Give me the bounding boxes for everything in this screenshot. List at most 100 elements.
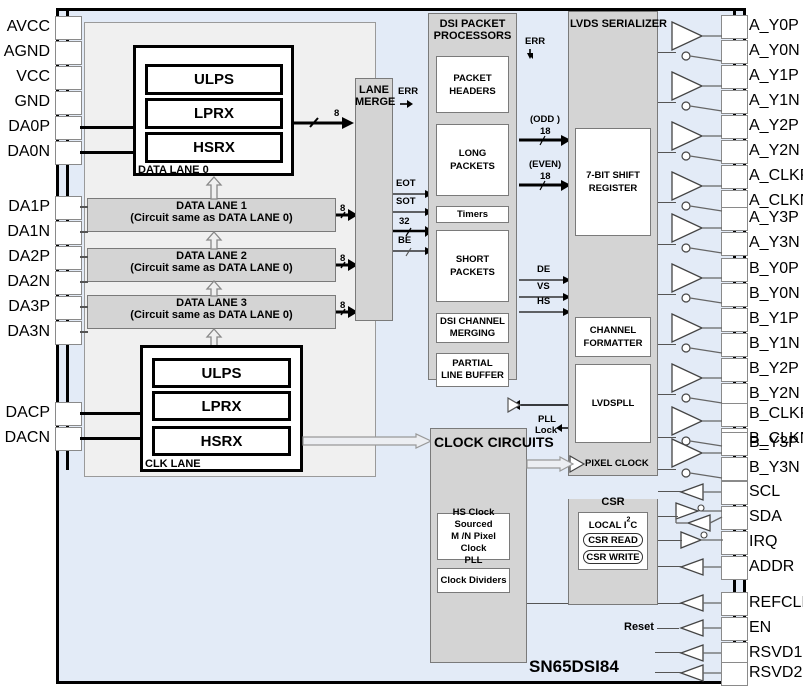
wire-da2n — [80, 281, 88, 283]
clk-lane-ulps — [152, 358, 291, 388]
right-pin-b-y0p[interactable] — [721, 258, 748, 282]
dsi-pp-short-packets-label: SHORT PACKETS — [450, 254, 495, 278]
csr-local-i2c-tail: C — [630, 520, 638, 531]
right-pin-label-sda: SDA — [749, 508, 782, 525]
en-input-buffer-icon — [679, 619, 721, 637]
data-lane-0-caption: DATA LANE 0 — [138, 164, 209, 176]
lvds-driver-pair-b2 — [671, 362, 723, 404]
vs-label: VS — [537, 281, 550, 292]
right-pin-b-y2p[interactable] — [721, 358, 748, 382]
right-pin-b-y0n[interactable] — [721, 283, 748, 307]
wire-ser-a3 — [658, 244, 676, 246]
left-pin-da0n[interactable] — [55, 141, 82, 165]
right-pin-a-y0n[interactable] — [721, 40, 748, 64]
csr-write-button[interactable]: CSR WRITE — [583, 550, 643, 564]
left-pin-da0p[interactable] — [55, 116, 82, 140]
data-lane-2-title: DATA LANE 2 — [176, 250, 247, 262]
csr-read-button[interactable]: CSR READ — [583, 533, 643, 547]
hs-arrow — [519, 308, 571, 316]
right-pin-label-rsvd2: RSVD2 — [749, 664, 803, 681]
left-pin-label-da2p: DA2P — [8, 248, 50, 265]
vs-arrow — [519, 293, 571, 301]
right-pin-label-a-y2p: A_Y2P — [749, 117, 799, 134]
lane-merge-be-arrow — [393, 247, 433, 257]
right-pin-irq[interactable] — [721, 531, 748, 555]
left-pin-label-gnd: GND — [14, 93, 50, 110]
right-pin-b-y1p[interactable] — [721, 308, 748, 332]
lane-merge-bus32-label: 32 — [399, 216, 410, 227]
lane-merge-title-line2: MERGE — [355, 96, 396, 108]
left-pin-da2n[interactable] — [55, 271, 82, 295]
dsi-pp-long-packets — [436, 124, 509, 196]
data-lane-2-box — [87, 248, 336, 282]
dsi-pp-short-packets — [436, 230, 509, 302]
right-pin-label-irq: IRQ — [749, 533, 778, 550]
lane-merge-box — [355, 78, 393, 321]
wire-da3p — [80, 306, 88, 308]
right-pin-a-y3p[interactable] — [721, 207, 748, 231]
de-label: DE — [537, 264, 551, 275]
lane1-output-arrow — [336, 209, 358, 221]
left-pin-label-agnd: AGND — [3, 43, 50, 60]
right-pin-b-clkp[interactable] — [721, 403, 748, 427]
right-pin-b-y3p[interactable] — [721, 432, 748, 456]
left-pin-da1p[interactable] — [55, 196, 82, 220]
wire-rsvd2 — [655, 672, 682, 674]
left-pin-avcc[interactable] — [55, 16, 82, 40]
right-pin-label-a-clkn: A_CLKN — [749, 192, 803, 209]
left-pin-label-vcc: VCC — [16, 68, 50, 85]
right-pin-addr[interactable] — [721, 556, 748, 580]
left-pin-dacp[interactable] — [55, 402, 82, 426]
rsvd2-input-buffer-icon — [679, 664, 721, 682]
data-lane-0-lprx-label: LPRX — [193, 105, 234, 122]
left-pin-agnd[interactable] — [55, 41, 82, 65]
data-lane-2-subtitle: (Circuit same as DATA LANE 0) — [130, 262, 293, 274]
right-pin-a-y1p[interactable] — [721, 65, 748, 89]
right-pin-a-y0p[interactable] — [721, 15, 748, 39]
right-pin-b-y1n[interactable] — [721, 333, 748, 357]
csr-local-i2c-label: LOCAL I2C — [578, 515, 648, 533]
dsi-pp-partial-line-buffer — [436, 353, 509, 387]
clk-lane-caption: CLK LANE — [145, 458, 201, 470]
right-pin-a-y1n[interactable] — [721, 90, 748, 114]
right-pin-a-y2p[interactable] — [721, 115, 748, 139]
clock-up-arrow-lane1 — [205, 231, 223, 250]
right-pin-b-y3n[interactable] — [721, 457, 748, 481]
right-pin-a-y2n[interactable] — [721, 140, 748, 164]
lvds-driver-pair-a3 — [671, 212, 723, 254]
left-pin-da3n[interactable] — [55, 321, 82, 345]
right-pin-label-b-y2n: B_Y2N — [749, 385, 800, 402]
right-pin-scl[interactable] — [721, 481, 748, 505]
right-pin-en[interactable] — [721, 617, 748, 641]
de-arrow — [519, 276, 571, 284]
even-bus-label-paren: (EVEN) — [529, 159, 562, 170]
right-pin-label-b-clkn: B_CLKN — [749, 430, 803, 447]
left-pin-da3p[interactable] — [55, 296, 82, 320]
left-pin-da1n[interactable] — [55, 221, 82, 245]
right-pin-label-refclk: REFCLK — [749, 594, 803, 611]
right-pin-a-clkp[interactable] — [721, 165, 748, 189]
dsi-pp-timers — [436, 206, 509, 223]
lvds-driver-pair-a1 — [671, 70, 723, 112]
right-pin-label-addr: ADDR — [749, 558, 795, 575]
refclk-input-buffer-icon — [679, 594, 721, 612]
right-pin-rsvd2[interactable] — [721, 662, 748, 686]
left-pin-vcc[interactable] — [55, 66, 82, 90]
right-pin-refclk[interactable] — [721, 592, 748, 616]
right-pin-label-a-y1p: A_Y1P — [749, 67, 799, 84]
lane0-bus-width-label: 8 — [334, 108, 340, 119]
data-lane-1-subtitle: (Circuit same as DATA LANE 0) — [130, 212, 293, 224]
right-pin-a-y3n[interactable] — [721, 232, 748, 256]
right-pin-sda[interactable] — [721, 506, 748, 530]
wire-da3n — [80, 331, 88, 333]
data-lane-1-box — [87, 198, 336, 232]
left-pin-dacn[interactable] — [55, 427, 82, 451]
left-pin-gnd[interactable] — [55, 91, 82, 115]
clk-lane-hsrx-label: HSRX — [200, 432, 243, 450]
dsi-packet-processors-title: DSI PACKET PROCESSORS — [428, 18, 517, 42]
dsi-pp-err-arrow — [527, 49, 533, 59]
wire-da0p — [80, 126, 133, 129]
left-pin-da2p[interactable] — [55, 246, 82, 270]
clock-circuits-pll — [437, 513, 510, 560]
